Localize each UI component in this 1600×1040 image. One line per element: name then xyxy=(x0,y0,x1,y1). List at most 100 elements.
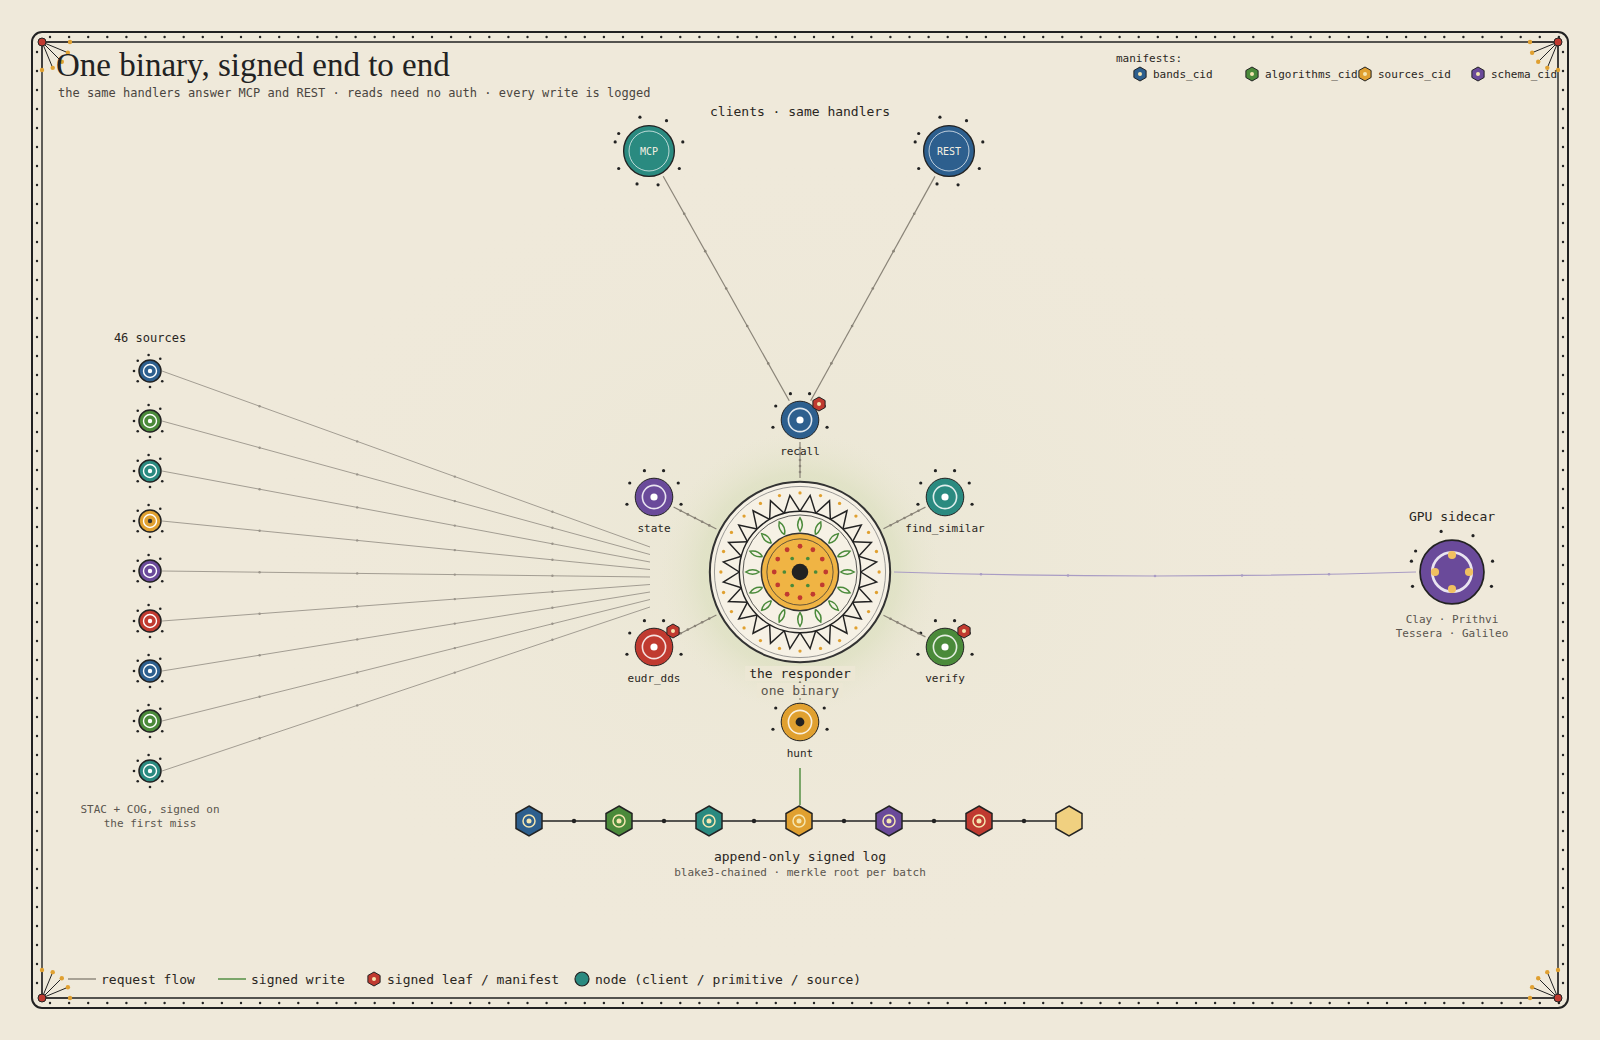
flow-dot xyxy=(746,325,749,328)
frame-dot xyxy=(1042,1002,1044,1004)
source-node xyxy=(139,560,161,582)
node-dot xyxy=(136,380,139,383)
frame-dot xyxy=(775,1002,777,1004)
frame-dot xyxy=(450,1002,452,1004)
flow-dot xyxy=(701,621,704,624)
core-serration xyxy=(753,511,770,529)
frame-dot xyxy=(1562,507,1564,509)
node-dot xyxy=(934,619,937,622)
core-petal xyxy=(837,587,850,593)
client-node: REST xyxy=(922,124,976,178)
frame-dot xyxy=(1118,36,1120,38)
node-core xyxy=(941,493,948,500)
node-dot xyxy=(133,520,136,523)
corner-fan-dot xyxy=(60,976,64,980)
node-dot xyxy=(147,504,150,507)
core-dot xyxy=(838,502,841,505)
frame-dot xyxy=(756,36,758,38)
frame-dot xyxy=(36,602,38,604)
node-dot xyxy=(149,736,152,739)
node-dot xyxy=(614,140,617,143)
legend-swatch xyxy=(1470,66,1486,82)
frame-dot xyxy=(1271,1002,1273,1004)
frame-dot xyxy=(36,640,38,642)
legend-swatch xyxy=(218,971,246,987)
legend-text: sources_cid xyxy=(1378,68,1451,81)
core-petal xyxy=(829,601,839,611)
frame-dot xyxy=(679,36,681,38)
node-dot xyxy=(916,653,919,656)
frame-dot xyxy=(1309,1002,1311,1004)
frame-dot xyxy=(1233,1002,1235,1004)
corner-fan-dot xyxy=(1545,970,1549,974)
core-ring xyxy=(714,486,885,657)
frame-dot xyxy=(1099,36,1101,38)
flow-dot xyxy=(892,250,895,253)
flow-dot xyxy=(258,405,260,407)
node-dot xyxy=(136,659,139,662)
flow-dot xyxy=(356,539,358,541)
legend-hex xyxy=(1472,67,1484,81)
frame-dot xyxy=(1562,260,1564,262)
connector xyxy=(811,176,935,400)
frame-dot xyxy=(1562,355,1564,357)
node-dot xyxy=(147,604,150,607)
primitive-node: recall xyxy=(780,400,820,440)
node-ring xyxy=(788,710,811,733)
flow-dot xyxy=(1328,573,1331,576)
node-disc xyxy=(781,401,819,439)
flow-dot xyxy=(917,632,920,635)
frame-dot xyxy=(1562,830,1564,832)
frame-dot xyxy=(36,374,38,376)
node-dot xyxy=(149,386,152,389)
frame-dot xyxy=(1462,1002,1464,1004)
frame-dot xyxy=(1562,51,1564,53)
flow-dot xyxy=(551,623,553,625)
frame-dot xyxy=(36,754,38,756)
signed-badge xyxy=(813,397,825,411)
frame-dot xyxy=(374,36,376,38)
frame-dot xyxy=(393,36,395,38)
node-dot xyxy=(679,503,682,506)
source-line xyxy=(162,371,650,547)
node-label: eudr_dds xyxy=(628,672,681,685)
node-dot xyxy=(159,757,162,760)
frame-dot xyxy=(36,944,38,946)
frame-dot xyxy=(1061,1002,1063,1004)
core-dot xyxy=(722,550,725,553)
node-core xyxy=(796,416,803,423)
signed-badge xyxy=(958,624,970,638)
frame-dot xyxy=(36,469,38,471)
node-dot xyxy=(159,607,162,610)
flow-dot xyxy=(889,524,892,527)
flow-dot xyxy=(551,511,553,513)
flow-dot xyxy=(903,517,906,520)
flow-dot xyxy=(1241,574,1244,577)
core-dot xyxy=(772,570,777,575)
frame-dot xyxy=(1214,36,1216,38)
node-shape xyxy=(780,702,820,742)
node-disc xyxy=(635,478,673,516)
frame-dot xyxy=(1562,146,1564,148)
frame-dot xyxy=(36,203,38,205)
node-dot xyxy=(149,586,152,589)
node-dot xyxy=(823,404,826,407)
frame-dot xyxy=(756,1002,758,1004)
frame-dot xyxy=(1562,697,1564,699)
corner-fan-dot xyxy=(66,985,70,989)
legend-hex xyxy=(368,972,380,986)
corner-fan-dot xyxy=(40,968,44,972)
frame-dot xyxy=(1023,1002,1025,1004)
frame-dot xyxy=(1520,1002,1522,1004)
frame-dot xyxy=(431,1002,433,1004)
frame-dot xyxy=(36,545,38,547)
node-dot xyxy=(617,167,620,170)
node-core xyxy=(650,493,657,500)
node-dot xyxy=(789,392,792,395)
source-ring xyxy=(144,415,157,428)
node-dot xyxy=(147,654,150,657)
flow-dot xyxy=(910,628,913,631)
core-dot xyxy=(775,557,780,562)
source-core xyxy=(148,469,152,473)
core-petal xyxy=(750,551,763,557)
